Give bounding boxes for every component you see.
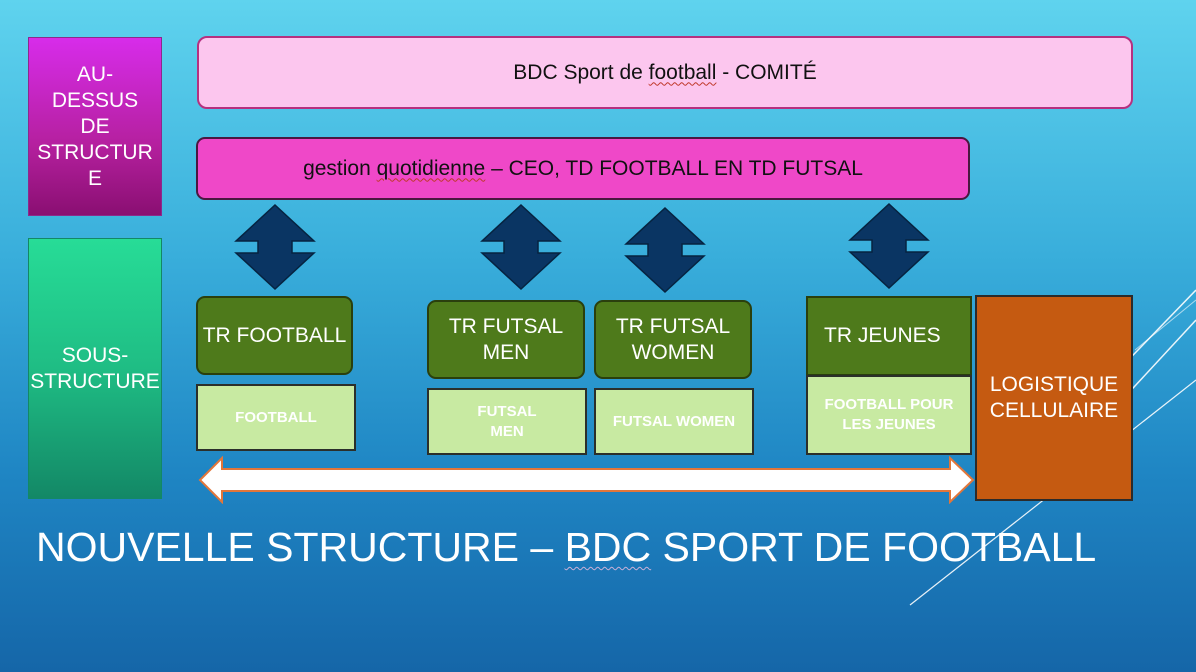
futsal-women-label: FUTSAL WOMEN — [612, 412, 736, 430]
youth-football-box: FOOTBALL POUR LES JEUNES — [806, 375, 972, 455]
comite-text: BDC Sport de football - COMITÉ — [513, 60, 817, 84]
up-down-arrow-icon — [234, 203, 316, 291]
futsal-men-box: FUTSAL MEN — [427, 388, 587, 455]
slide-title: NOUVELLE STRUCTURE – BDC SPORT DE FOOTBA… — [36, 524, 1097, 570]
futsal-men-label: FUTSAL MEN — [477, 402, 537, 440]
tr-futsal-men-label: TR FUTSAL MEN — [448, 314, 564, 364]
up-down-arrow-icon — [480, 203, 562, 291]
above-structure-label: AU-DESSUS DE STRUCTUR E — [37, 62, 153, 190]
left-right-arrow-icon — [198, 456, 975, 504]
comite-bar: BDC Sport de football - COMITÉ — [197, 36, 1133, 109]
football-label: FOOTBALL — [235, 408, 317, 426]
tr-futsal-men-box: TR FUTSAL MEN — [427, 300, 585, 379]
tr-futsal-women-box: TR FUTSAL WOMEN — [594, 300, 752, 379]
daily-management-text: gestion quotidienne – CEO, TD FOOTBALL E… — [303, 156, 863, 180]
futsal-women-box: FUTSAL WOMEN — [594, 388, 754, 455]
tr-jeunes-label: TR JEUNES — [824, 324, 941, 347]
daily-management-bar: gestion quotidienne – CEO, TD FOOTBALL E… — [196, 137, 970, 200]
tr-futsal-women-label: TR FUTSAL WOMEN — [615, 314, 731, 364]
tr-football-box: TR FOOTBALL — [196, 296, 353, 375]
up-down-arrow-icon — [848, 202, 930, 290]
logistics-label: LOGISTIQUE CELLULAIRE — [989, 373, 1119, 422]
above-structure-box: AU-DESSUS DE STRUCTUR E — [28, 37, 162, 216]
sub-structure-box: SOUS-STRUCTURE — [28, 238, 162, 499]
youth-football-label: FOOTBALL POUR LES JEUNES — [824, 396, 954, 433]
tr-football-label: TR FOOTBALL — [202, 323, 347, 347]
logistics-box: LOGISTIQUE CELLULAIRE — [975, 295, 1133, 501]
up-down-arrow-icon — [624, 206, 706, 294]
tr-jeunes-box: TR JEUNES — [806, 296, 972, 376]
football-box: FOOTBALL — [196, 384, 356, 451]
sub-structure-label: SOUS-STRUCTURE — [30, 343, 160, 393]
